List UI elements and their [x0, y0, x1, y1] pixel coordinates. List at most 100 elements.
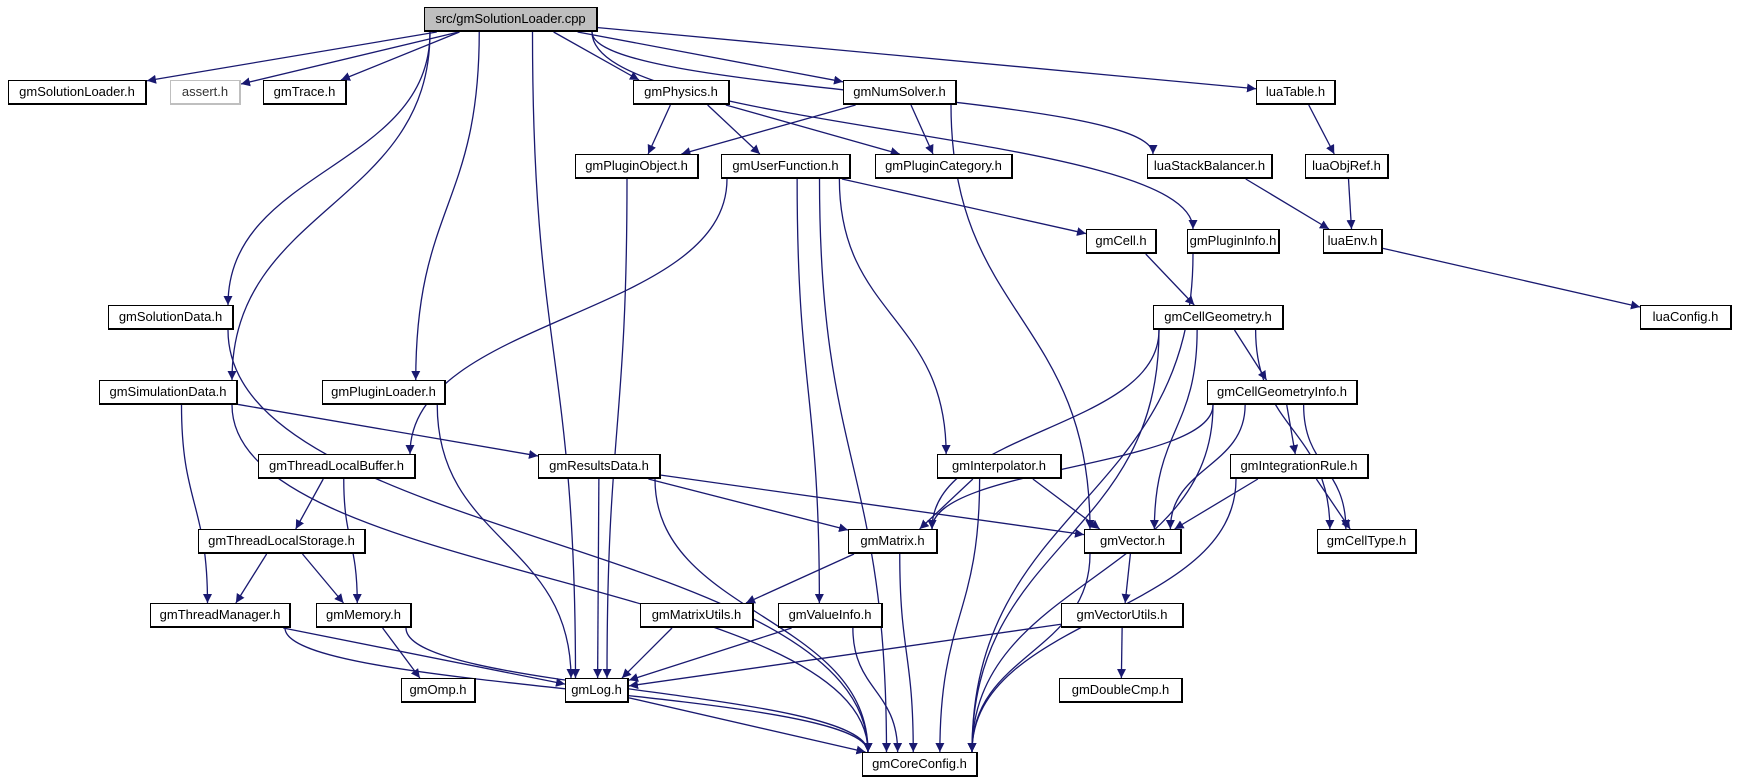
node-gmsimulationdata-h[interactable]: gmSimulationData.h: [99, 380, 238, 405]
node-luastackbalancer-h[interactable]: luaStackBalancer.h: [1147, 154, 1273, 179]
edge-gmphysics-h-to-gmplugincategory-h: [725, 104, 900, 156]
edge-root-to-gmsimulationdata-h: [227, 31, 431, 381]
node-gmsolutiondata-h[interactable]: gmSolutionData.h: [108, 305, 234, 330]
node-gmphysics-h[interactable]: gmPhysics.h: [633, 80, 730, 105]
edge-gminterpolator-h-to-gmmatrix-h: [919, 478, 974, 530]
edge-gmuserfunction-h-to-gminterpolator-h: [838, 178, 951, 455]
node-gmcell-h[interactable]: gmCell.h: [1086, 229, 1157, 254]
node-gmthreadlocalstorage-h[interactable]: gmThreadLocalStorage.h: [198, 529, 366, 554]
node-gmmatrixutils-h[interactable]: gmMatrixUtils.h: [640, 603, 754, 628]
edge-gmresultsdata-h-to-gmmatrix-h: [648, 478, 849, 533]
edge-luaobjref-h-to-luaenv-h: [1346, 178, 1356, 230]
edge-gmnumsolver-h-to-gmplugincategory-h: [910, 104, 934, 155]
edge-gmcellgeometryinfo-h-to-gmmatrix-h: [927, 404, 1214, 530]
edge-gmphysics-h-to-gmuserfunction-h: [707, 104, 761, 155]
edge-gmphysics-h-to-gmpluginobject-h: [647, 104, 671, 155]
edge-gmvector-h-to-gmvectorutils-h: [1121, 553, 1132, 604]
edge-gmcellgeometry-h-to-gmcoreconfig-h: [967, 329, 1160, 753]
edge-root-to-gmplugininfo-h: [591, 31, 1198, 230]
edge-gmuserfunction-h-to-gmcoreconfig-h: [818, 178, 891, 753]
node-gmcellgeometry-h[interactable]: gmCellGeometry.h: [1153, 305, 1284, 330]
edge-gmcellgeometryinfo-h-to-gmintegrationrule-h: [1286, 404, 1299, 455]
edge-root-to-assert-h: [240, 31, 459, 87]
node-gmnumsolver-h[interactable]: gmNumSolver.h: [843, 80, 957, 105]
edge-gmcellgeometry-h-to-gmcelltype-h: [1254, 329, 1335, 530]
edge-root-to-gmsolutiondata-h: [223, 31, 431, 306]
node-gmlog-h[interactable]: gmLog.h: [565, 678, 629, 703]
edge-gmthreadlocalstorage-h-to-gmthreadmanager-h: [235, 553, 268, 604]
edge-gmmemory-h-to-gmomp-h: [382, 627, 421, 679]
edge-luastackbalancer-h-to-luaenv-h: [1245, 178, 1330, 230]
node-gmuserfunction-h[interactable]: gmUserFunction.h: [721, 154, 851, 179]
edge-gmcellgeometry-h-to-gmmatrix-h: [927, 329, 1160, 530]
edge-root-to-gmlog-h: [531, 31, 580, 679]
edge-gmresultsdata-h-to-gmlog-h: [593, 478, 603, 679]
node-gminterpolator-h[interactable]: gmInterpolator.h: [937, 454, 1062, 479]
node-gmomp-h[interactable]: gmOmp.h: [401, 678, 476, 703]
node-gmcoreconfig-h[interactable]: gmCoreConfig.h: [862, 752, 978, 777]
node-gmvalueinfo-h[interactable]: gmValueInfo.h: [778, 603, 883, 628]
edge-gmvectorutils-h-to-gmlog-h: [628, 623, 1062, 690]
node-gmtrace-h[interactable]: gmTrace.h: [263, 80, 347, 105]
node-gmmatrix-h[interactable]: gmMatrix.h: [848, 529, 938, 554]
edge-gmthreadmanager-h-to-gmlog-h: [283, 627, 566, 687]
edge-root-to-gmsolutionloader-h: [146, 31, 437, 84]
node-luaobjref-h[interactable]: luaObjRef.h: [1305, 154, 1389, 179]
edge-gmmatrixutils-h-to-gmlog-h: [621, 627, 673, 679]
node-gmdoublecmp-h[interactable]: gmDoubleCmp.h: [1059, 678, 1183, 703]
edge-luatable-h-to-luaobjref-h: [1308, 104, 1335, 155]
edge-gmcellgeometry-h-to-gmvector-h: [1149, 329, 1198, 530]
edges-layer: [146, 26, 1641, 755]
edge-gmvalueinfo-h-to-gmlog-h: [628, 627, 792, 682]
edge-gmsimulationdata-h-to-gmthreadmanager-h: [180, 404, 212, 604]
node-gmplugininfo-h[interactable]: gmPluginInfo.h: [1187, 229, 1280, 254]
edge-gmthreadlocalbuffer-h-to-gmthreadlocalstorage-h: [295, 478, 324, 530]
node-gmthreadlocalbuffer-h[interactable]: gmThreadLocalBuffer.h: [258, 454, 416, 479]
node-gmcelltype-h[interactable]: gmCellType.h: [1317, 529, 1417, 554]
edge-root-to-gmpluginloader-h: [411, 31, 480, 381]
node-root[interactable]: src/gmSolutionLoader.cpp: [424, 7, 598, 32]
edge-gmcellgeometryinfo-h-to-gmvector-h: [1165, 404, 1246, 530]
node-gmthreadmanager-h[interactable]: gmThreadManager.h: [150, 603, 291, 628]
node-gmpluginobject-h[interactable]: gmPluginObject.h: [575, 154, 699, 179]
edge-gmintegrationrule-h-to-gmvector-h: [1174, 478, 1259, 530]
node-luaconfig-h[interactable]: luaConfig.h: [1640, 305, 1732, 330]
node-gmvectorutils-h[interactable]: gmVectorUtils.h: [1061, 603, 1184, 628]
edge-gmsimulationdata-h-to-gmresultsdata-h: [237, 403, 539, 459]
edge-gmuserfunction-h-to-gmcell-h: [841, 178, 1087, 236]
node-luaenv-h[interactable]: luaEnv.h: [1323, 229, 1383, 254]
node-gmsolutionloader-h[interactable]: gmSolutionLoader.h: [8, 80, 147, 105]
edge-gmresultsdata-h-to-gmcoreconfig-h: [654, 478, 873, 753]
node-gmplugincategory-h[interactable]: gmPluginCategory.h: [875, 154, 1013, 179]
edge-root-to-gmtrace-h: [340, 31, 460, 81]
edge-luaenv-h-to-luaconfig-h: [1382, 247, 1641, 310]
node-luatable-h[interactable]: luaTable.h: [1256, 80, 1336, 105]
edge-gmuserfunction-h-to-gmvalueinfo-h: [796, 178, 824, 604]
node-assert-h: assert.h: [170, 80, 241, 105]
edge-gmnumsolver-h-to-gmpluginobject-h: [681, 104, 856, 156]
edge-gmintegrationrule-h-to-gmcelltype-h: [1315, 478, 1351, 530]
edge-gmnumsolver-h-to-gmvector-h: [950, 104, 1095, 530]
node-gmresultsdata-h[interactable]: gmResultsData.h: [538, 454, 661, 479]
edge-gmcell-h-to-gmcellgeometry-h: [1145, 253, 1195, 306]
edge-gmthreadlocalstorage-h-to-gmmemory-h: [302, 553, 344, 604]
edge-gmmemory-h-to-gmcoreconfig-h: [405, 627, 873, 753]
edge-gmvector-h-to-gmcoreconfig-h: [967, 553, 1091, 753]
edge-gminterpolator-h-to-gmcoreconfig-h: [935, 478, 981, 753]
edge-gmpluginobject-h-to-gmlog-h: [602, 178, 628, 679]
edge-gmresultsdata-h-to-gmvector-h: [660, 474, 1085, 538]
edge-gmmatrix-h-to-gmmatrixutils-h: [745, 553, 855, 604]
edge-gmpluginloader-h-to-gmlog-h: [436, 404, 576, 679]
edge-gmuserfunction-h-to-gmthreadlocalbuffer-h: [405, 178, 728, 455]
edge-root-to-gmphysics-h: [553, 31, 640, 81]
edge-gminterpolator-h-to-gmvector-h: [1032, 478, 1101, 530]
node-gmvector-h[interactable]: gmVector.h: [1084, 529, 1182, 554]
node-gmpluginloader-h[interactable]: gmPluginLoader.h: [322, 380, 446, 405]
edge-root-to-luatable-h: [597, 26, 1257, 93]
edge-gmplugininfo-h-to-gmcoreconfig-h: [967, 253, 1194, 753]
node-gmmemory-h[interactable]: gmMemory.h: [316, 603, 412, 628]
node-gmcellgeometryinfo-h[interactable]: gmCellGeometryInfo.h: [1207, 380, 1358, 405]
edge-gmcellgeometryinfo-h-to-gmcoreconfig-h: [967, 404, 1214, 753]
node-gmintegrationrule-h[interactable]: gmIntegrationRule.h: [1230, 454, 1369, 479]
edge-gmlog-h-to-gmcoreconfig-h: [628, 697, 866, 755]
